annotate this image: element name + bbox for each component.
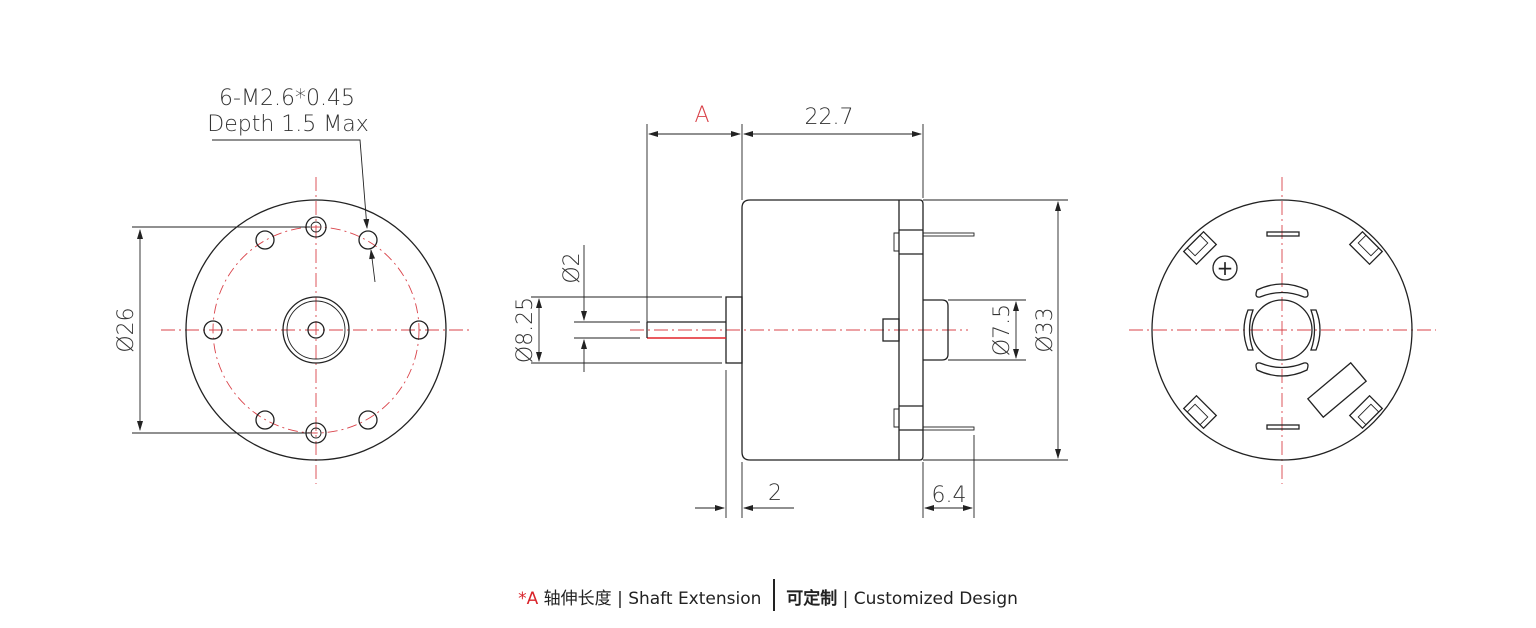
rear-boss-dia-dim: Ø7.5 [990,304,1015,356]
caption-cn-customized: 可定制 [786,589,838,609]
caption-divider [772,579,775,611]
caption-en-customized: Customized Design [853,589,1018,609]
body-length-dim: 22.7 [805,105,854,130]
terminal-length-dim: 6.4 [932,483,967,508]
legend-caption: *A 轴伸长度 | Shaft Extension 可定制 | Customiz… [0,579,1536,615]
side-view: A 22.7 Ø2 Ø8.25 Ø7.5 Ø33 2 [513,103,1068,518]
boss-length-dim: 2 [768,481,782,506]
caption-en-shaft-extension: Shaft Extension [628,589,762,609]
bolt-circle-dim: Ø26 [114,307,139,352]
caption-cn-shaft-extension: 轴伸长度 [543,589,612,609]
shaft-dia-dim: Ø2 [560,252,585,283]
body-dia-dim: Ø33 [1033,307,1058,352]
thread-note-line2: Depth 1.5 Max [207,112,368,137]
plus-terminal-symbol: + [1217,256,1234,280]
front-view: 6-M2.6*0.45 Depth 1.5 Max Ø26 [114,86,472,484]
caption-separator: | [842,589,849,609]
boss-dia-dim: Ø8.25 [513,297,538,363]
caption-separator: | [617,589,623,609]
caption-marker: *A [518,589,539,609]
rear-view: + [1129,177,1436,484]
shaft-extension-dim: A [694,103,709,128]
thread-note-line1: 6-M2.6*0.45 [219,86,355,111]
